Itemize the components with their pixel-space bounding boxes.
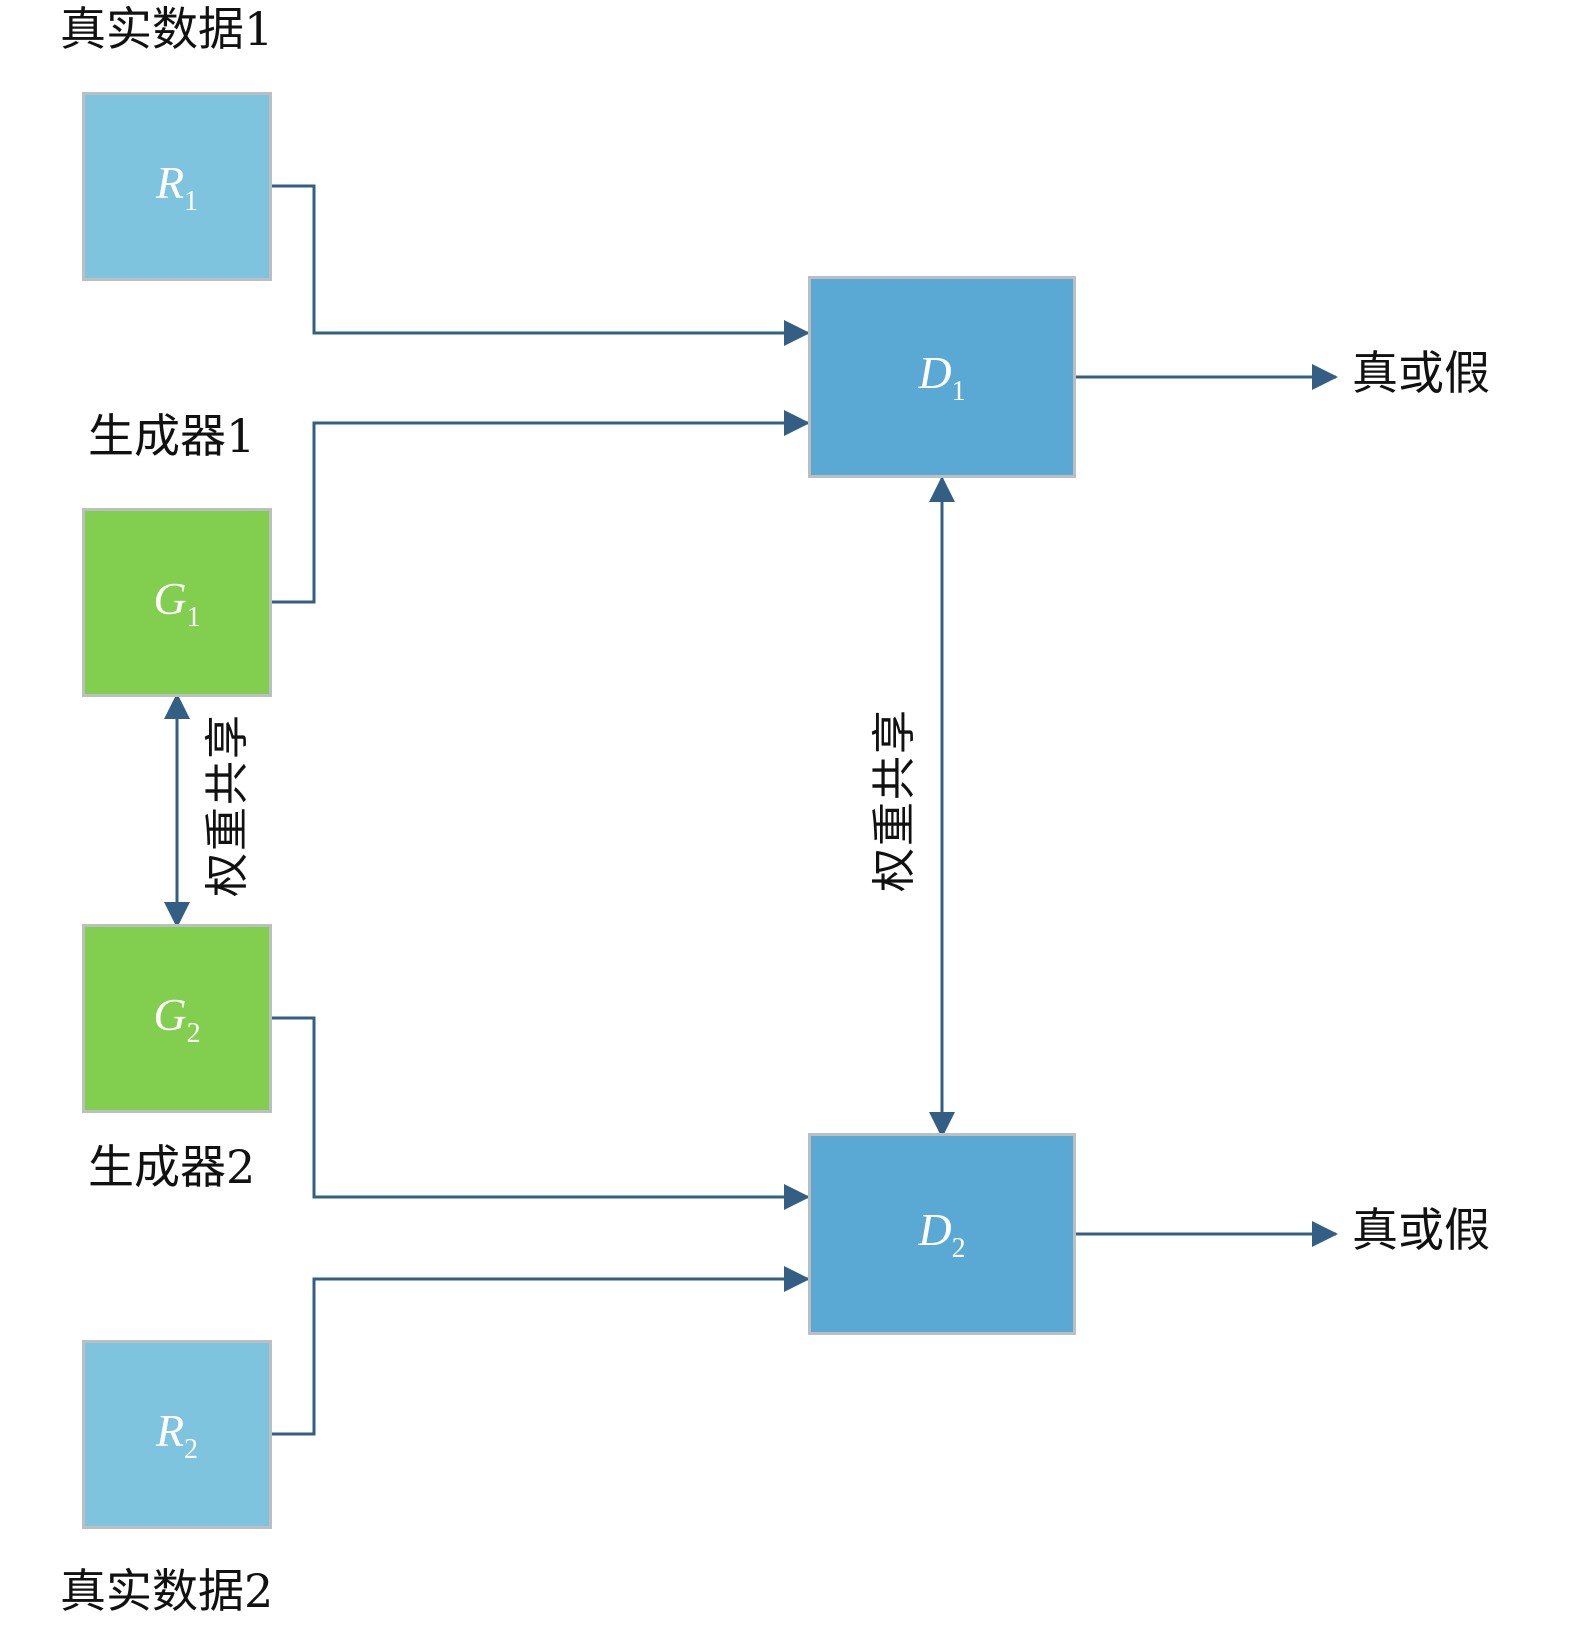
edge-g1-d1: [262, 410, 810, 604]
edge-g2-d2: [262, 1016, 810, 1210]
disc-weight-share-label: 权重共享: [869, 708, 920, 892]
edge-r1-d1: [262, 184, 810, 346]
discriminator-1-node: D1: [808, 276, 1076, 478]
edge-r2-d2: [262, 1266, 810, 1436]
g1-symbol: G1: [153, 572, 201, 633]
generator-2-node: G2: [82, 924, 272, 1113]
g2-symbol: G2: [153, 988, 201, 1049]
r1-caption: 真实数据1: [60, 2, 274, 56]
gen-weight-share-label: 权重共享: [202, 713, 253, 897]
generator-1-node: G1: [82, 508, 272, 697]
r2-symbol: R2: [155, 1404, 199, 1465]
d1-symbol: D1: [918, 347, 966, 407]
d2-symbol: D2: [918, 1204, 966, 1264]
g1-caption: 生成器1: [88, 409, 256, 463]
r2-caption: 真实数据2: [60, 1564, 274, 1618]
d2-output-label: 真或假: [1352, 1203, 1490, 1257]
real-data-1-node: R1: [82, 92, 272, 281]
g2-caption: 生成器2: [88, 1140, 256, 1194]
d1-output-label: 真或假: [1352, 346, 1490, 400]
real-data-2-node: R2: [82, 1340, 272, 1529]
r1-symbol: R1: [155, 156, 199, 217]
discriminator-2-node: D2: [808, 1133, 1076, 1335]
